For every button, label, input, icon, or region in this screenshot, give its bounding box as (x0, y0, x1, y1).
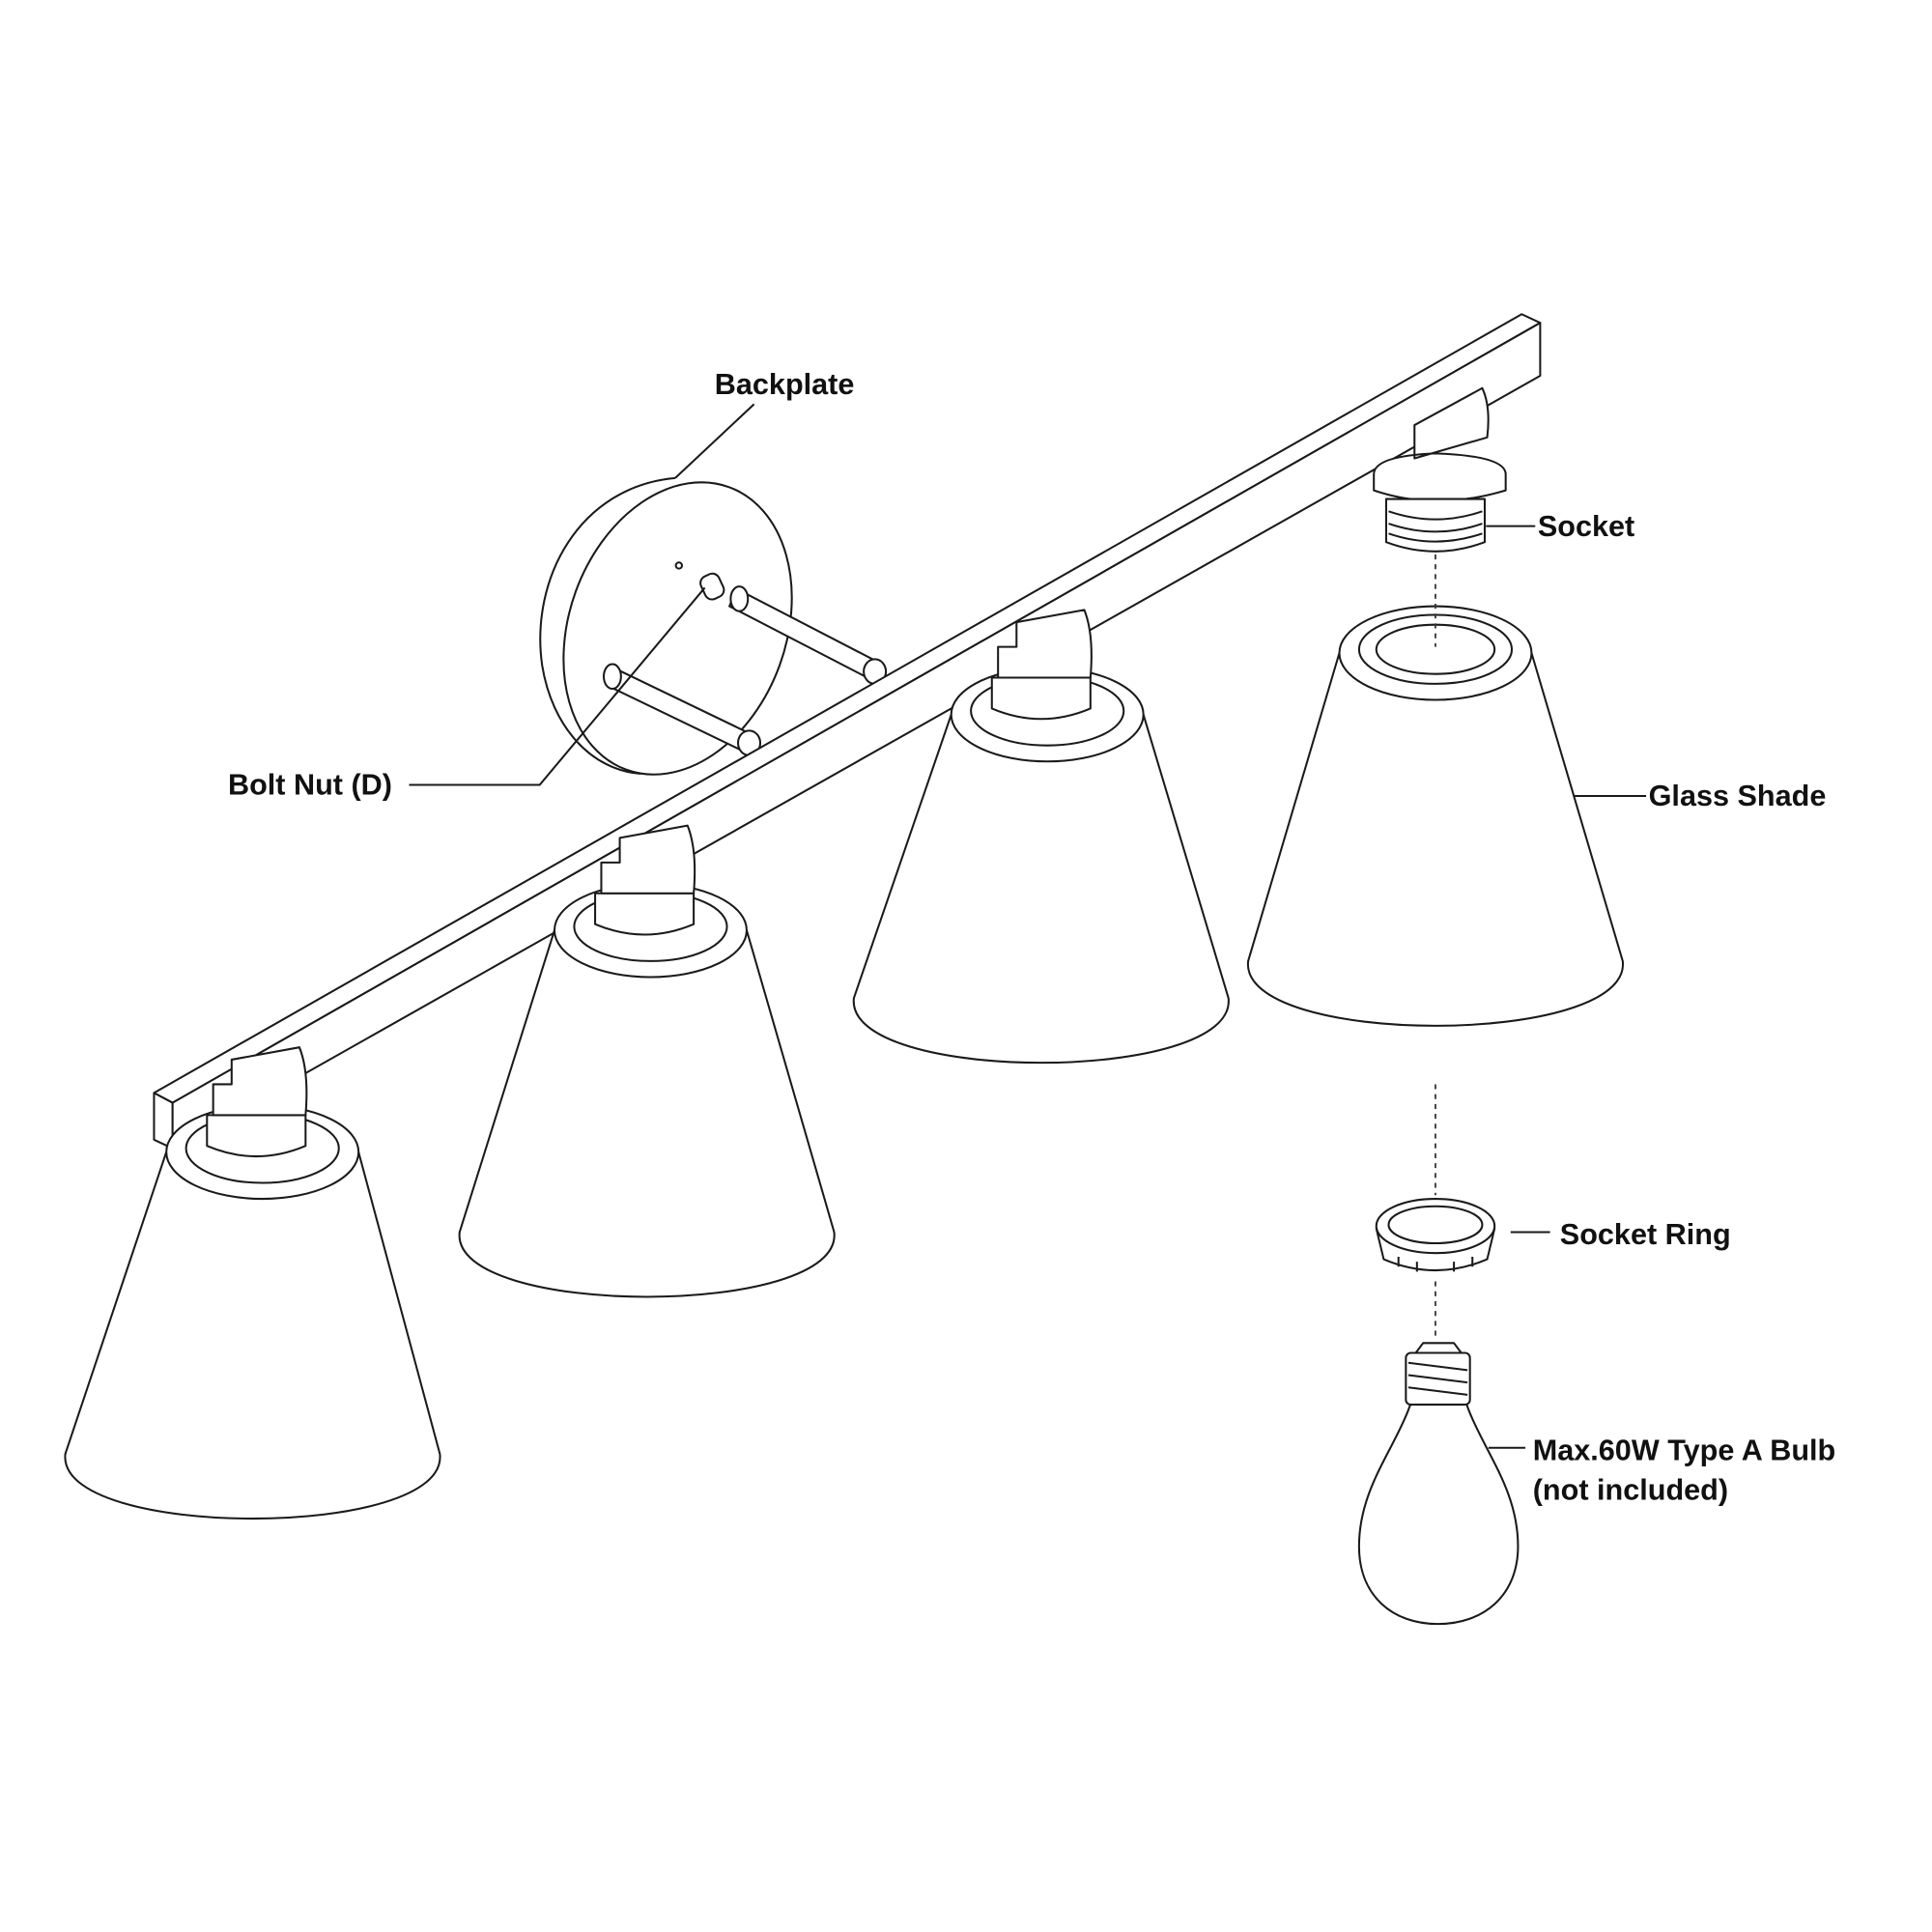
light-bulb (1357, 1342, 1520, 1626)
label-socket: Socket (1538, 510, 1634, 543)
label-bolt-nut: Bolt Nut (D) (228, 769, 392, 802)
glass-shades (64, 386, 1624, 1520)
leader-lines (409, 403, 1647, 1449)
glass-shade-4 (1247, 386, 1624, 1027)
socket-ring (1375, 1198, 1496, 1272)
crossbar (153, 313, 1542, 1150)
label-bulb-note: (not included) (1533, 1473, 1728, 1506)
label-socket-ring: Socket Ring (1560, 1218, 1731, 1251)
label-glass-shade: Glass Shade (1649, 780, 1827, 812)
label-bulb-spec: Max.60W Type A Bulb (1533, 1434, 1836, 1466)
socket (1384, 497, 1487, 553)
glass-shade-3 (852, 609, 1230, 1065)
mounting-arms (602, 585, 888, 756)
backplate (539, 476, 793, 776)
label-backplate: Backplate (715, 368, 855, 401)
glass-shade-2 (458, 824, 836, 1298)
glass-shade-1 (64, 1046, 441, 1520)
